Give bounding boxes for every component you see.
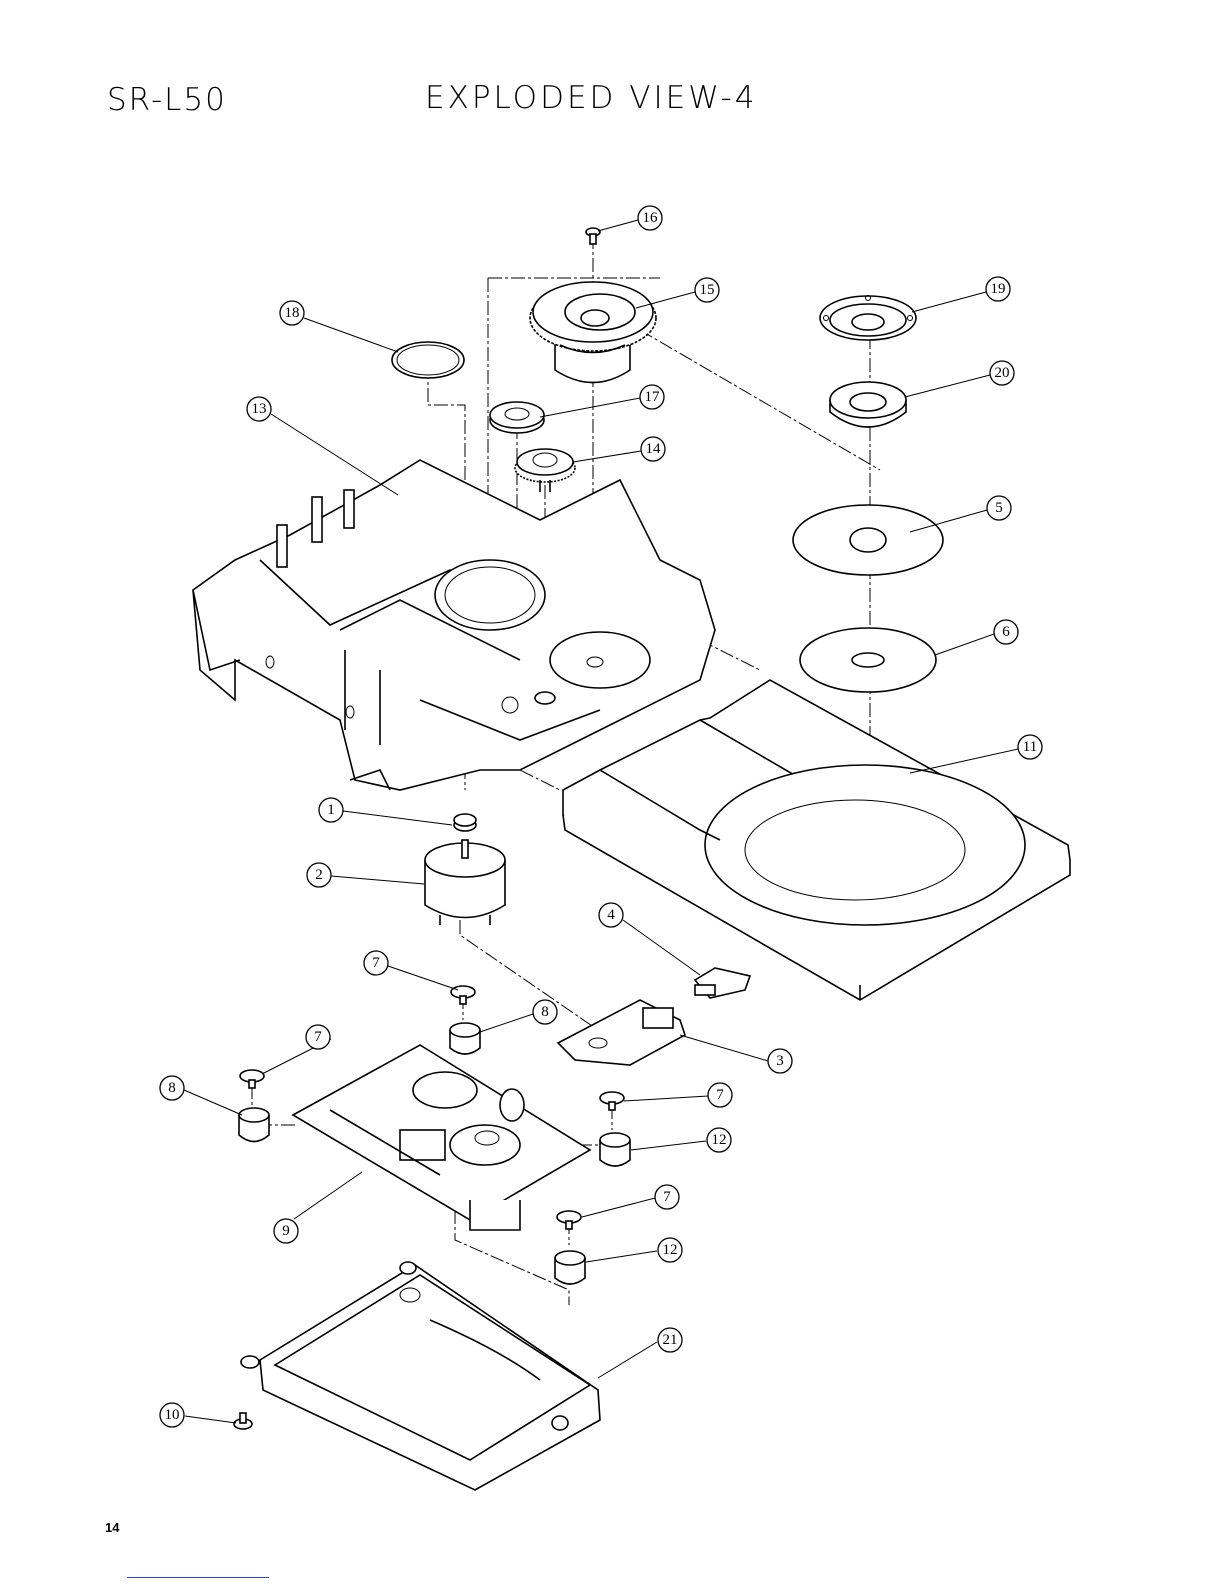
callout-3: 3	[768, 1049, 792, 1073]
callout-1: 1	[319, 798, 343, 822]
callout-label: 14	[646, 441, 662, 457]
callout-14: 14	[641, 437, 665, 461]
callout-label: 17	[645, 389, 661, 405]
part-21-frame	[241, 1262, 600, 1490]
callout-label: 16	[643, 210, 659, 226]
part-7-screw-d	[557, 1211, 581, 1229]
callout-7-b: 7	[306, 1025, 330, 1049]
part-9-traverse	[293, 1045, 590, 1230]
callout-7-d: 7	[655, 1185, 679, 1209]
callout-label: 12	[712, 1132, 727, 1148]
callout-label: 7	[663, 1189, 671, 1205]
callout-7-c: 7	[708, 1083, 732, 1107]
part-7-screw-b	[240, 1070, 264, 1088]
callout-label: 6	[1002, 624, 1010, 640]
part-2-motor	[425, 840, 505, 925]
callout-label: 11	[1023, 739, 1037, 755]
callout-label: 2	[315, 867, 323, 883]
callout-label: 3	[776, 1053, 784, 1069]
callout-label: 20	[995, 365, 1010, 381]
callout-9: 9	[274, 1219, 298, 1243]
part-3-pcb	[558, 1000, 685, 1065]
callout-4: 4	[599, 903, 623, 927]
part-20-magnet	[830, 382, 906, 427]
callout-20: 20	[990, 361, 1014, 385]
part-10-screw	[234, 1413, 252, 1429]
callout-12-b: 12	[658, 1238, 682, 1262]
callout-7-a: 7	[364, 951, 388, 975]
callout-label: 5	[995, 500, 1003, 516]
callout-5: 5	[987, 496, 1011, 520]
callout-label: 7	[314, 1029, 322, 1045]
part-11-tray	[563, 680, 1070, 1000]
callout-label: 8	[541, 1004, 549, 1020]
callout-label: 7	[716, 1087, 724, 1103]
callout-label: 4	[607, 907, 615, 923]
callout-label: 18	[285, 305, 300, 321]
part-8-damper-a	[450, 1023, 480, 1054]
callout-10: 10	[160, 1403, 184, 1427]
callout-label: 1	[327, 802, 335, 818]
callout-12-a: 12	[707, 1128, 731, 1152]
callout-15: 15	[695, 278, 719, 302]
part-12-damper-a	[600, 1133, 630, 1166]
part-19-clamper-plate	[820, 296, 916, 341]
part-16-screw	[586, 228, 600, 244]
callout-21: 21	[658, 1328, 682, 1352]
part-6-disc	[800, 628, 936, 692]
part-12-damper-b	[555, 1251, 585, 1284]
callout-8-a: 8	[533, 1000, 557, 1024]
callout-label: 7	[372, 955, 380, 971]
callout-19: 19	[986, 277, 1010, 301]
part-15-gear	[530, 282, 656, 383]
callout-18: 18	[280, 301, 304, 325]
part-7-screw-c	[600, 1092, 624, 1110]
callout-2: 2	[307, 863, 331, 887]
callout-8-b: 8	[160, 1076, 184, 1100]
part-1-pulley	[454, 814, 476, 831]
callout-label: 12	[663, 1242, 678, 1258]
callout-13: 13	[247, 397, 271, 421]
callout-label: 15	[700, 282, 715, 298]
part-18-belt	[392, 342, 464, 378]
callout-6: 6	[994, 620, 1018, 644]
part-17-pulley	[490, 402, 544, 433]
callout-label: 13	[252, 401, 267, 417]
part-8-damper-b	[239, 1108, 269, 1142]
callout-label: 9	[282, 1223, 290, 1239]
page-number: 14	[105, 1520, 119, 1535]
link-underline[interactable]	[127, 1577, 269, 1578]
callout-11: 11	[1018, 735, 1042, 759]
callout-label: 10	[165, 1407, 180, 1423]
callout-label: 19	[991, 281, 1006, 297]
part-5-turntable	[793, 505, 943, 575]
callout-label: 8	[168, 1080, 176, 1096]
callout-17: 17	[640, 385, 664, 409]
part-13-chassis	[193, 460, 715, 790]
part-4-connector	[695, 968, 750, 998]
callout-label: 21	[663, 1332, 678, 1348]
callout-16: 16	[638, 206, 662, 230]
